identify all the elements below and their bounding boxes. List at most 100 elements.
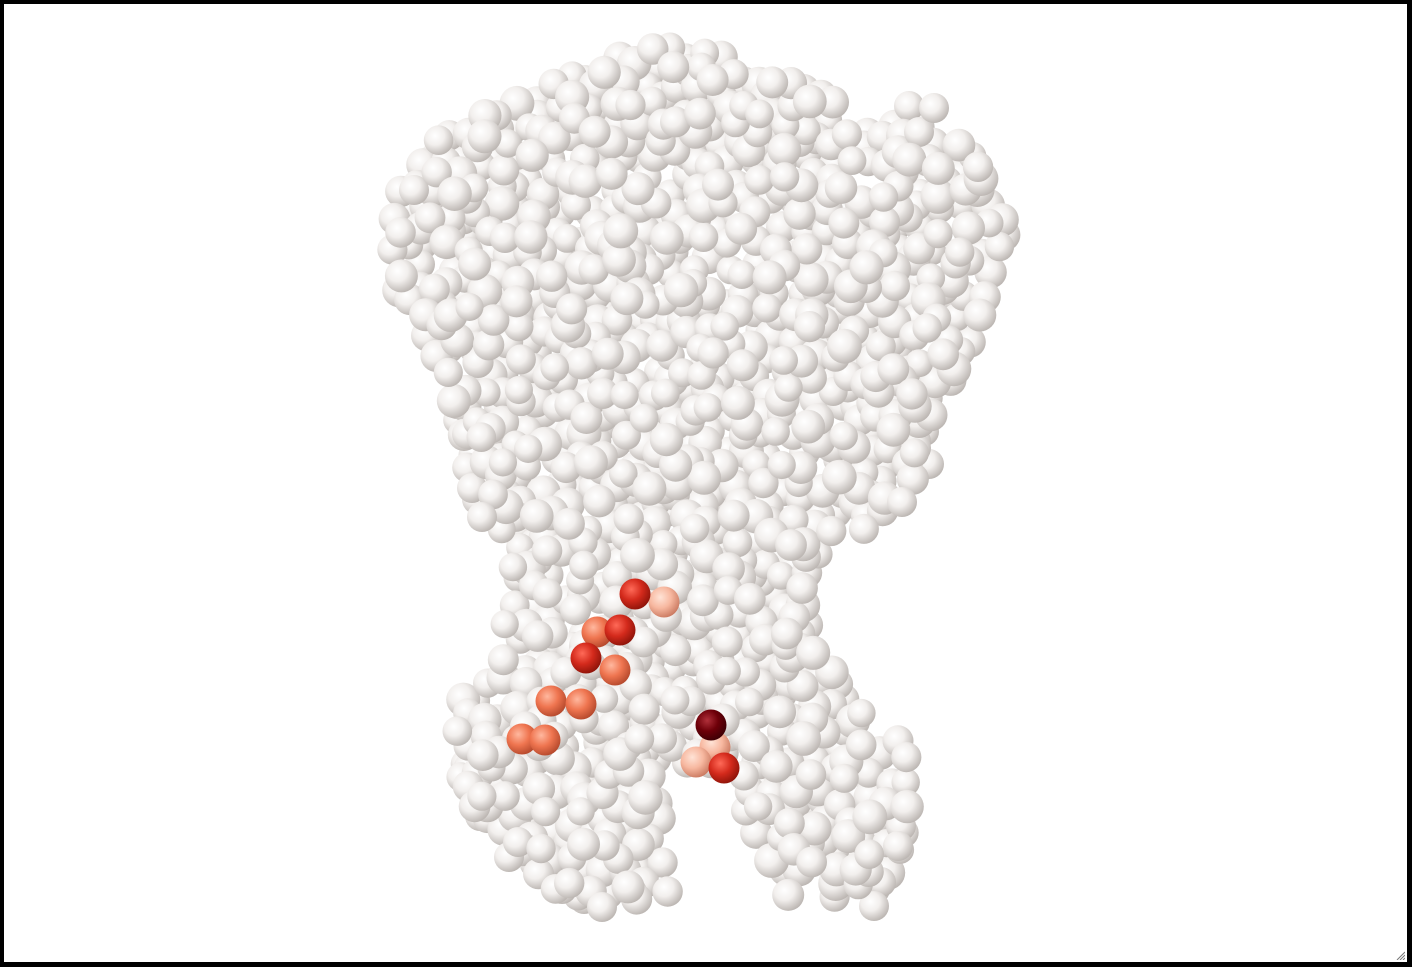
atom-sphere bbox=[467, 502, 497, 532]
atom-sphere bbox=[962, 151, 994, 182]
atom-sphere bbox=[720, 385, 755, 420]
atom-sphere bbox=[769, 162, 800, 192]
atom-sphere bbox=[478, 479, 508, 510]
atom-sphere bbox=[744, 165, 775, 195]
atom-sphere bbox=[899, 438, 930, 468]
atom-sphere bbox=[769, 346, 798, 375]
resize-grip-icon[interactable] bbox=[1395, 950, 1405, 960]
atom-sphere bbox=[717, 499, 750, 532]
molecule-viewer[interactable] bbox=[4, 4, 1407, 962]
atom-sphere bbox=[923, 219, 953, 249]
atom-sphere bbox=[466, 422, 497, 453]
atom-sphere bbox=[433, 357, 463, 387]
atom-sphere bbox=[921, 151, 955, 185]
atom-sphere bbox=[649, 422, 684, 457]
atom-sphere bbox=[786, 721, 821, 756]
highlighted-atom-strong bbox=[619, 578, 651, 610]
highlighted-atom-light bbox=[648, 586, 680, 618]
highlighted-atom-light bbox=[680, 746, 712, 778]
atom-sphere bbox=[702, 168, 734, 201]
atom-sphere bbox=[538, 121, 571, 155]
atom-sphere bbox=[632, 471, 667, 506]
atom-sphere bbox=[503, 827, 533, 857]
atom-sphere bbox=[503, 311, 534, 342]
atom-sphere bbox=[877, 353, 910, 385]
atom-sphere bbox=[603, 213, 639, 249]
atom-sphere bbox=[792, 84, 827, 119]
atom-sphere bbox=[515, 138, 549, 172]
atom-sphere bbox=[514, 220, 548, 254]
atom-sphere bbox=[484, 186, 520, 221]
atom-sphere bbox=[687, 460, 722, 495]
atom-sphere bbox=[927, 338, 959, 371]
atom-sphere bbox=[774, 373, 803, 402]
protein-atoms bbox=[377, 32, 1021, 922]
atom-sphere bbox=[587, 377, 619, 409]
atom-sphere bbox=[531, 535, 563, 566]
atom-sphere bbox=[554, 867, 585, 899]
atom-sphere bbox=[519, 499, 554, 533]
atom-sphere bbox=[710, 312, 739, 341]
atom-sphere bbox=[488, 154, 520, 186]
atom-sphere bbox=[693, 393, 723, 422]
atom-sphere bbox=[879, 270, 911, 301]
atom-sphere bbox=[845, 729, 877, 761]
atom-sphere bbox=[552, 224, 582, 253]
atom-sphere bbox=[712, 656, 741, 686]
atom-sphere bbox=[437, 176, 472, 211]
atom-sphere bbox=[745, 99, 774, 129]
atom-sphere bbox=[602, 242, 636, 277]
atom-sphere bbox=[628, 780, 663, 815]
atom-sphere bbox=[651, 378, 680, 408]
atom-sphere bbox=[458, 247, 492, 281]
atom-sphere bbox=[763, 695, 797, 729]
atom-sphere bbox=[566, 797, 595, 826]
atom-sphere bbox=[540, 353, 569, 382]
atom-sphere bbox=[854, 839, 884, 869]
atom-sphere bbox=[414, 202, 446, 234]
atom-sphere bbox=[487, 644, 519, 676]
atom-sphere bbox=[828, 207, 860, 239]
atom-sphere bbox=[609, 459, 638, 488]
atom-sphere bbox=[679, 513, 710, 544]
atom-sphere bbox=[816, 515, 847, 547]
atom-sphere bbox=[436, 383, 471, 418]
atom-sphere bbox=[795, 759, 827, 790]
atom-sphere bbox=[726, 349, 759, 382]
atom-sphere bbox=[536, 260, 568, 292]
atom-sphere bbox=[712, 552, 745, 585]
atom-sphere bbox=[727, 260, 757, 289]
atom-sphere bbox=[591, 337, 624, 370]
atom-sphere bbox=[738, 730, 770, 762]
atom-sphere bbox=[891, 742, 922, 773]
atom-sphere bbox=[791, 409, 826, 444]
atom-sphere bbox=[849, 250, 884, 285]
atom-sphere bbox=[610, 380, 639, 410]
atom-sphere bbox=[490, 781, 520, 811]
atom-sphere bbox=[767, 450, 796, 480]
atom-sphere bbox=[869, 206, 900, 238]
atom-sphere bbox=[722, 527, 753, 558]
atom-sphere bbox=[621, 172, 655, 206]
atom-sphere bbox=[761, 417, 790, 446]
highlighted-atom-medium bbox=[529, 724, 561, 756]
atom-sphere bbox=[583, 485, 616, 518]
atom-sphere bbox=[613, 503, 644, 534]
highlighted-atom-medium bbox=[565, 688, 597, 720]
atom-sphere bbox=[489, 222, 521, 253]
atom-sphere bbox=[748, 467, 779, 499]
atom-sphere bbox=[472, 329, 505, 361]
highlighted-atom-medium bbox=[599, 654, 631, 686]
atom-sphere bbox=[628, 626, 659, 658]
atom-sphere bbox=[829, 421, 858, 451]
atom-sphere bbox=[687, 584, 719, 617]
atom-sphere bbox=[876, 412, 911, 447]
atom-sphere bbox=[610, 282, 644, 316]
atom-sphere bbox=[696, 64, 729, 96]
atom-sphere bbox=[752, 293, 782, 323]
atom-sphere bbox=[560, 594, 592, 626]
atom-sphere bbox=[775, 529, 807, 561]
atom-sphere bbox=[904, 117, 934, 147]
molecule-canvas[interactable] bbox=[4, 4, 1407, 962]
atom-sphere bbox=[684, 97, 716, 130]
